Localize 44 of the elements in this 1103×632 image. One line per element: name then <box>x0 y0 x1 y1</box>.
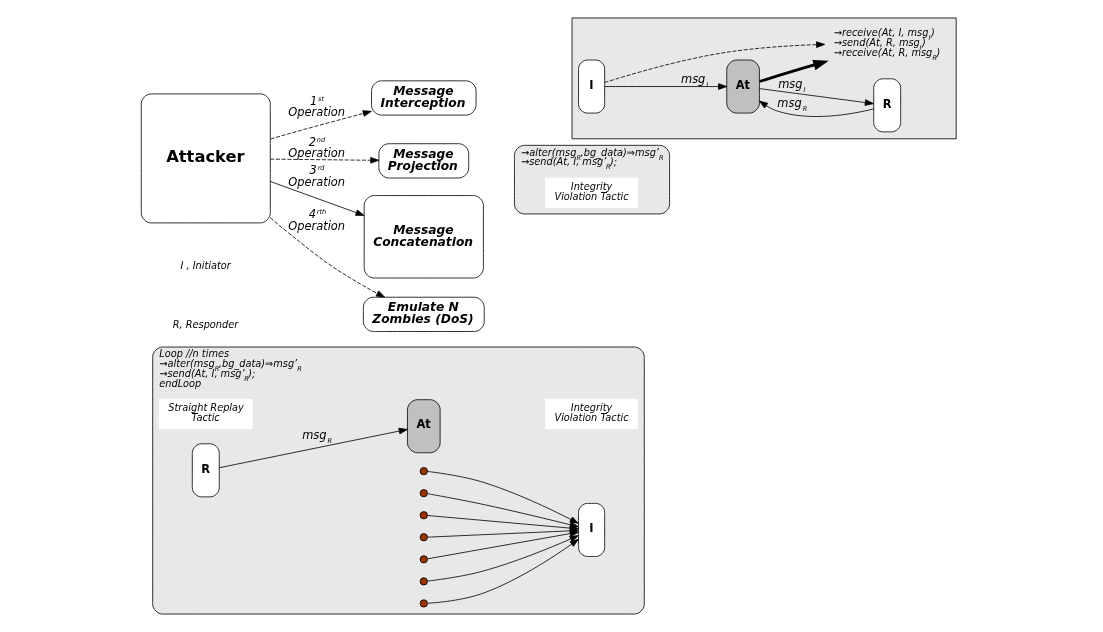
arrow <box>218 427 408 469</box>
node-circle <box>419 467 428 476</box>
label: R, Responder <box>172 318 238 330</box>
arrow <box>269 110 372 140</box>
node-text: →receive(At, I, msg$_{I}$) →send(At, R, msg$_{I}$) →receive(At, R, msg$_{R}$) <box>833 27 940 62</box>
edge-label: 4$^{rth}$ Operation <box>287 207 345 233</box>
arrow <box>426 535 579 582</box>
node-circle <box>419 533 428 542</box>
arrow <box>603 41 825 83</box>
node-box: R <box>872 78 901 133</box>
node-box: Message Interception <box>370 80 476 116</box>
node-box: R <box>191 443 220 498</box>
node-box: Message Concatenation <box>363 195 484 279</box>
node-box: Attacker <box>140 93 271 224</box>
arrow <box>758 59 829 83</box>
edge-label: 1$^{st}$ Operation <box>287 93 345 120</box>
node-circle <box>419 555 428 564</box>
edge-label: msg$_{I}$ <box>680 71 708 89</box>
arrow <box>758 88 874 106</box>
edge-label: msg$_{I}$ <box>777 76 805 94</box>
node-box: I <box>577 503 605 557</box>
arrow <box>758 100 874 117</box>
arrow <box>426 530 579 560</box>
node-circle <box>419 511 428 520</box>
cluster <box>571 17 957 140</box>
node-circle <box>419 599 428 608</box>
node-box: Message Projection <box>377 143 469 179</box>
edge-label: msg$_{R}$ <box>776 96 807 114</box>
edge-label: 2$^{nd}$ Operation <box>287 134 345 160</box>
edge-label: 3$^{rd}$ Operation <box>287 163 345 189</box>
node-circle <box>419 577 428 586</box>
arrow <box>269 217 385 298</box>
arrow <box>269 157 379 164</box>
arrow <box>426 471 579 524</box>
node-circle <box>419 489 428 498</box>
arrow <box>269 181 365 216</box>
node-box: At <box>406 399 441 454</box>
node-box: At <box>725 59 760 114</box>
arrow <box>426 538 579 604</box>
node-box: I <box>577 59 605 114</box>
label: I , Initiator <box>179 259 231 271</box>
node-box: Emulate N Zombies (DoS) <box>362 296 485 332</box>
arrow <box>603 83 727 90</box>
edge-label: msg$_{R}$ <box>301 427 332 445</box>
